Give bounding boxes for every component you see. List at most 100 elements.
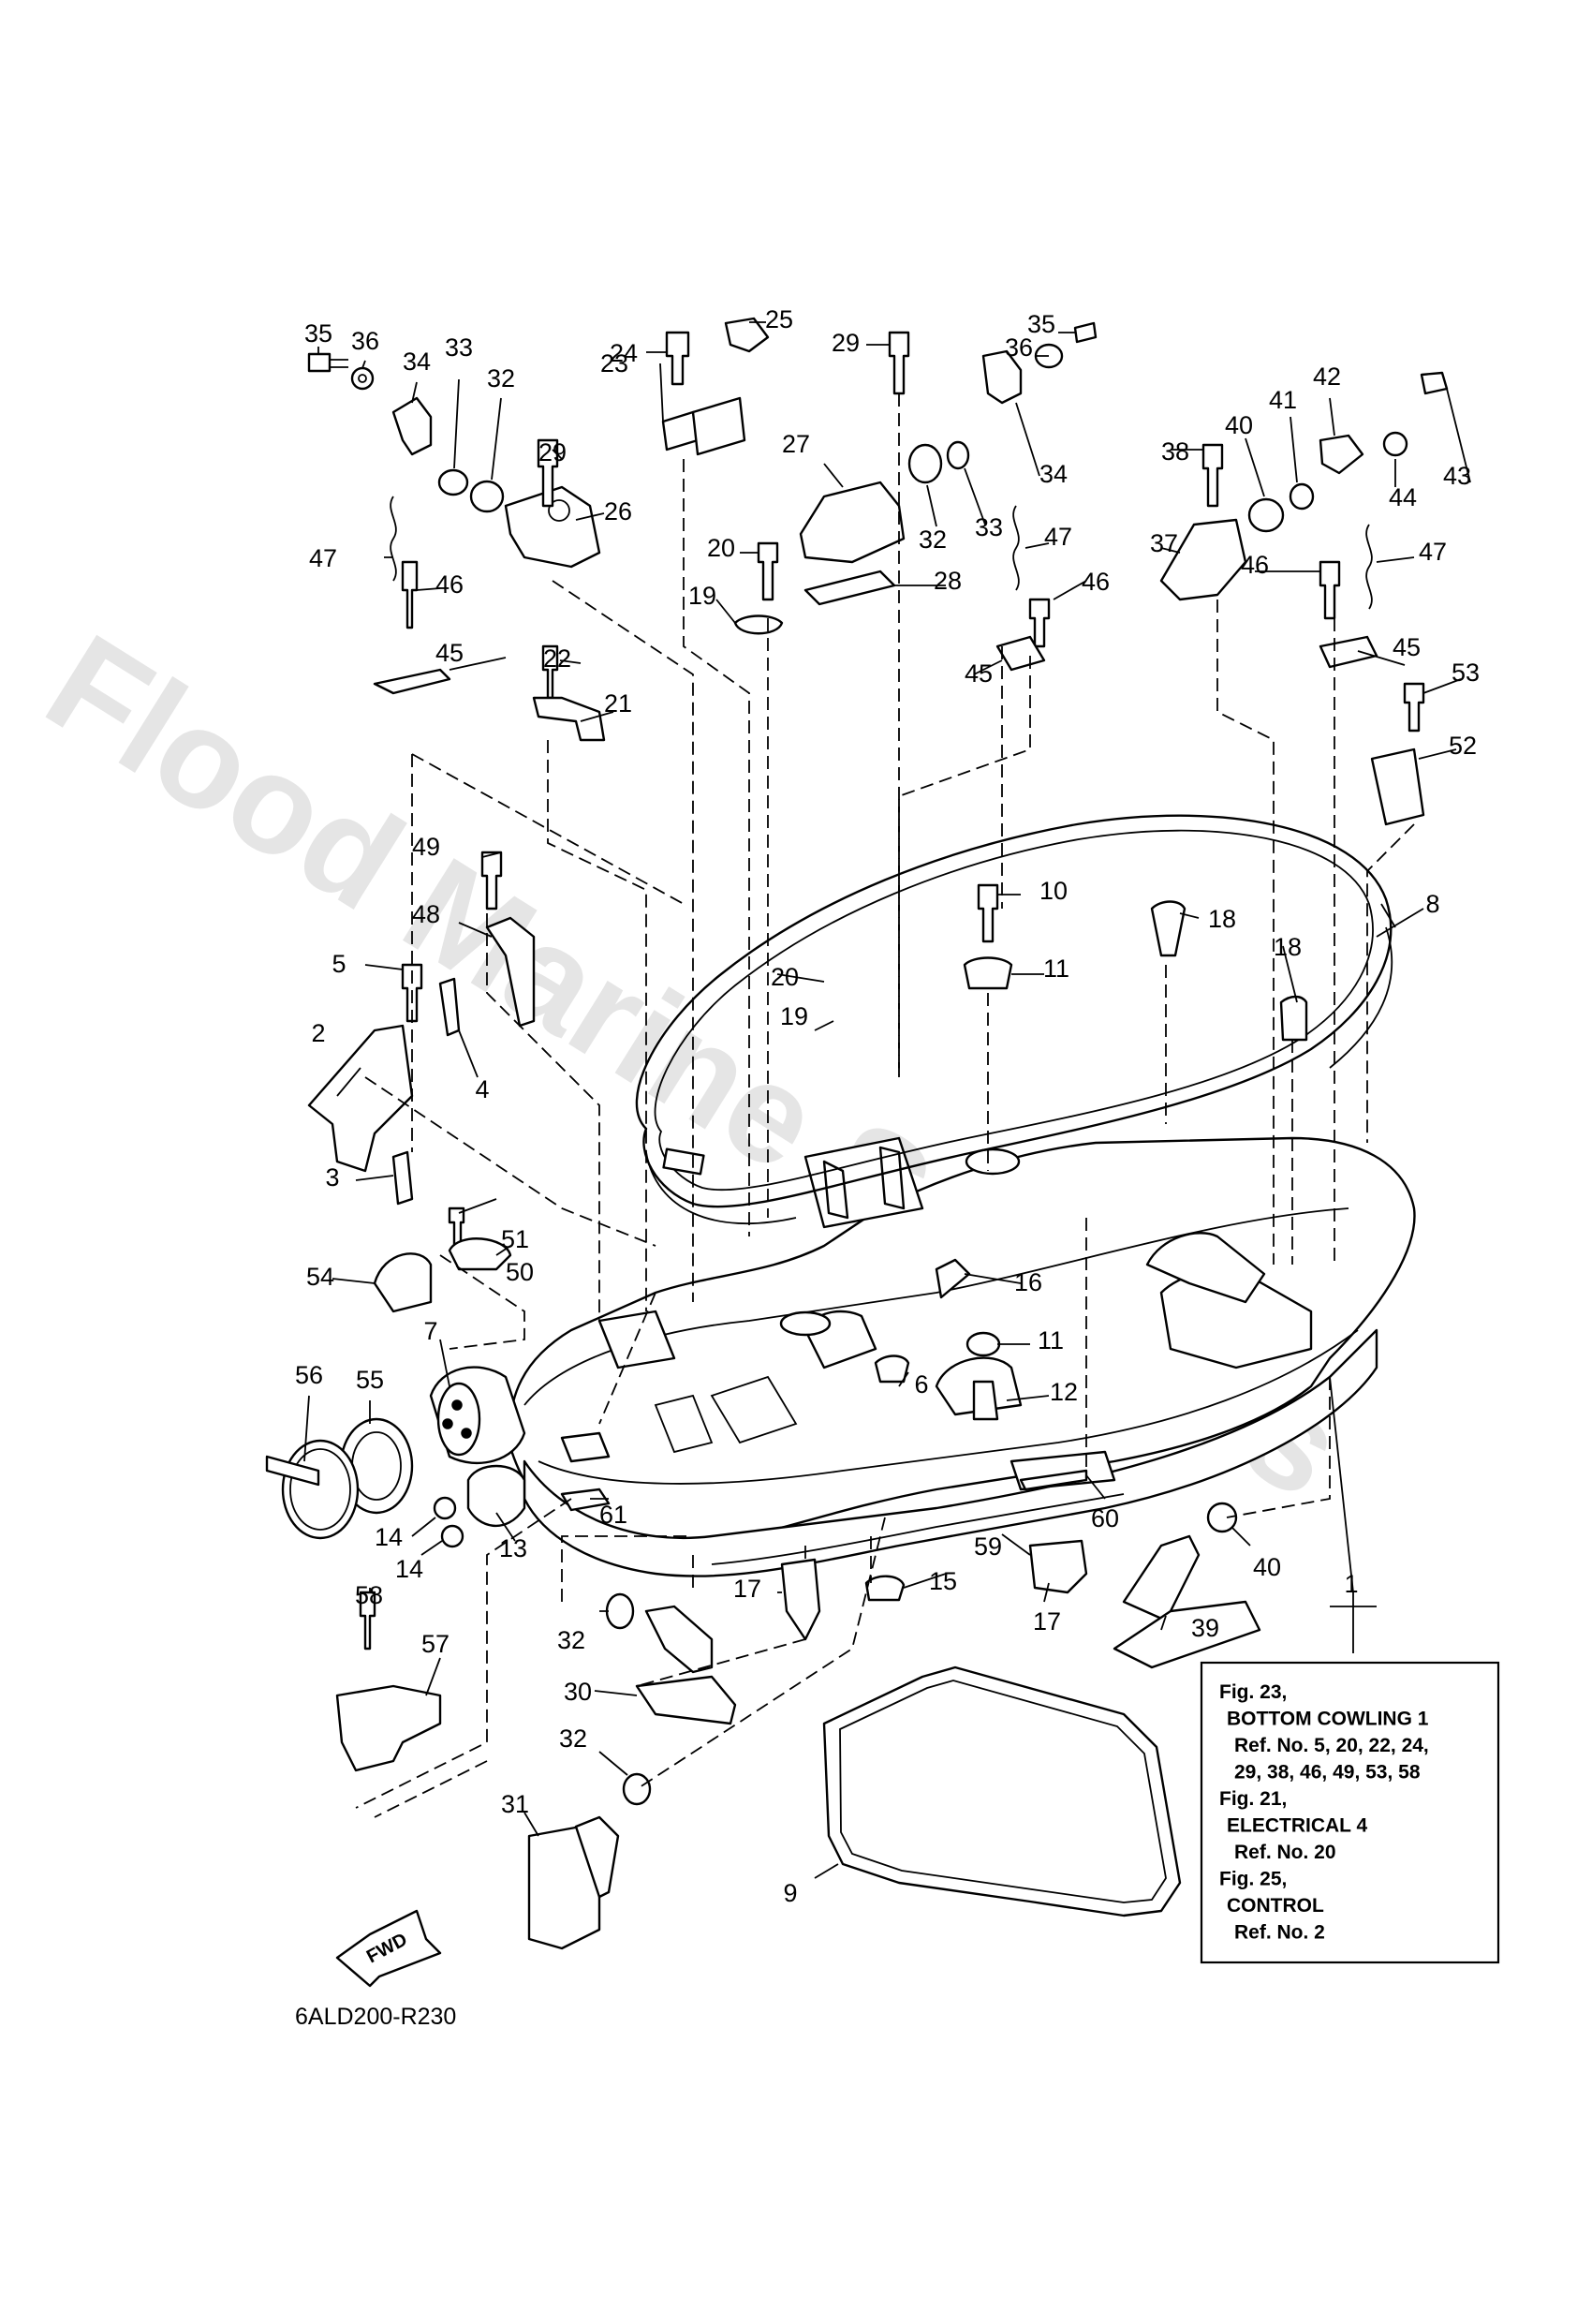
callout-13: 13 — [499, 1534, 527, 1562]
callout-29: 29 — [832, 329, 860, 357]
callout-47: 47 — [1419, 538, 1447, 566]
callout-41: 41 — [1269, 386, 1297, 414]
bottom-cowling-body — [508, 1136, 1416, 1577]
callout-35: 35 — [304, 319, 332, 348]
callout-22: 22 — [543, 644, 571, 673]
callout-51: 51 — [501, 1225, 529, 1253]
reference-line: 29, 38, 46, 49, 53, 58 — [1234, 1762, 1421, 1784]
callout-44: 44 — [1389, 483, 1417, 511]
callout-60: 60 — [1091, 1504, 1119, 1532]
callout-18: 18 — [1274, 933, 1302, 961]
callout-20: 20 — [771, 963, 799, 991]
callout-50: 50 — [506, 1258, 534, 1286]
callout-14: 14 — [395, 1555, 423, 1583]
callout-42: 42 — [1313, 363, 1341, 391]
callout-45: 45 — [1393, 633, 1421, 661]
callout-58: 58 — [355, 1581, 383, 1609]
callout-10: 10 — [1039, 877, 1068, 905]
callout-27: 27 — [782, 430, 810, 458]
callout-39: 39 — [1191, 1614, 1219, 1642]
callout-40: 40 — [1253, 1553, 1281, 1581]
callout-46: 46 — [1241, 551, 1269, 579]
callout-19: 19 — [780, 1002, 808, 1030]
callout-35: 35 — [1027, 310, 1055, 338]
callout-49: 49 — [412, 833, 440, 861]
callout-55: 55 — [356, 1366, 384, 1394]
callout-29: 29 — [538, 438, 567, 466]
callout-46: 46 — [1082, 568, 1110, 596]
callout-4: 4 — [475, 1075, 489, 1103]
callout-12: 12 — [1050, 1378, 1078, 1406]
callout-61: 61 — [599, 1501, 627, 1529]
reference-line: Ref. No. 2 — [1234, 1922, 1325, 1944]
callout-48: 48 — [412, 900, 440, 928]
gasket-9 — [822, 1665, 1182, 1917]
callout-54: 54 — [306, 1263, 334, 1291]
reference-line: ELECTRICAL 4 — [1227, 1815, 1367, 1837]
callout-57: 57 — [421, 1630, 450, 1658]
callout-37: 37 — [1150, 529, 1178, 557]
callout-33: 33 — [445, 333, 473, 362]
callout-15: 15 — [929, 1567, 957, 1595]
reference-box: Fig. 23, BOTTOM COWLING 1 Ref. No. 5, 20, … — [1200, 1661, 1500, 1964]
callout-24: 24 — [610, 339, 638, 367]
callout-53: 53 — [1452, 659, 1480, 687]
callout-32: 32 — [919, 525, 947, 554]
callout-1: 1 — [1344, 1570, 1358, 1598]
reference-line: Fig. 21, — [1219, 1788, 1287, 1810]
callout-33: 33 — [975, 513, 1003, 541]
callout-19: 19 — [688, 582, 716, 610]
callout-21: 21 — [604, 689, 632, 718]
callout-23: 23 — [600, 349, 628, 377]
callout-43: 43 — [1443, 462, 1471, 490]
reference-line: CONTROL — [1227, 1895, 1324, 1917]
reference-line: BOTTOM COWLING 1 — [1227, 1709, 1429, 1730]
callout-18: 18 — [1208, 905, 1236, 933]
callout-16: 16 — [1014, 1268, 1042, 1296]
reference-line: Fig. 25, — [1219, 1869, 1287, 1890]
callout-46: 46 — [435, 570, 464, 599]
callout-6: 6 — [914, 1370, 928, 1399]
callout-17: 17 — [1033, 1607, 1061, 1636]
callout-59: 59 — [974, 1532, 1002, 1561]
callout-32: 32 — [487, 364, 515, 392]
callout-56: 56 — [295, 1361, 323, 1389]
callout-14: 14 — [375, 1523, 403, 1551]
reference-line: Ref. No. 5, 20, 22, 24, — [1234, 1735, 1429, 1756]
callout-45: 45 — [965, 659, 993, 688]
callout-9: 9 — [783, 1879, 797, 1907]
callout-34: 34 — [1039, 460, 1068, 488]
callout-11: 11 — [1043, 955, 1069, 983]
callout-31: 31 — [501, 1790, 529, 1818]
callout-2: 2 — [311, 1019, 325, 1047]
callout-38: 38 — [1161, 437, 1189, 466]
callout-17: 17 — [733, 1575, 761, 1603]
callout-34: 34 — [403, 348, 431, 376]
callout-7: 7 — [423, 1317, 437, 1345]
callout-36: 36 — [351, 327, 379, 355]
callout-25: 25 — [765, 305, 793, 333]
callout-47: 47 — [1044, 523, 1072, 551]
callout-32: 32 — [557, 1626, 585, 1654]
reference-line: Ref. No. 20 — [1234, 1842, 1336, 1863]
callout-52: 52 — [1449, 732, 1477, 760]
assembly-lines — [355, 393, 1415, 1818]
callout-40: 40 — [1225, 411, 1253, 439]
callout-8: 8 — [1425, 890, 1439, 918]
callout-5: 5 — [332, 950, 346, 978]
callout-32: 32 — [559, 1724, 587, 1753]
reference-line: Fig. 23, — [1219, 1681, 1287, 1703]
leader-lines — [303, 321, 1471, 1879]
callout-47: 47 — [309, 544, 337, 572]
callout-26: 26 — [604, 497, 632, 525]
callout-11: 11 — [1038, 1326, 1064, 1354]
callout-3: 3 — [325, 1163, 339, 1192]
callout-36: 36 — [1005, 333, 1033, 362]
callout-28: 28 — [934, 567, 962, 595]
callout-30: 30 — [564, 1678, 592, 1706]
callout-45: 45 — [435, 639, 464, 667]
drawing-code: 6ALD200-R230 — [295, 2004, 456, 2030]
callout-20: 20 — [707, 534, 735, 562]
